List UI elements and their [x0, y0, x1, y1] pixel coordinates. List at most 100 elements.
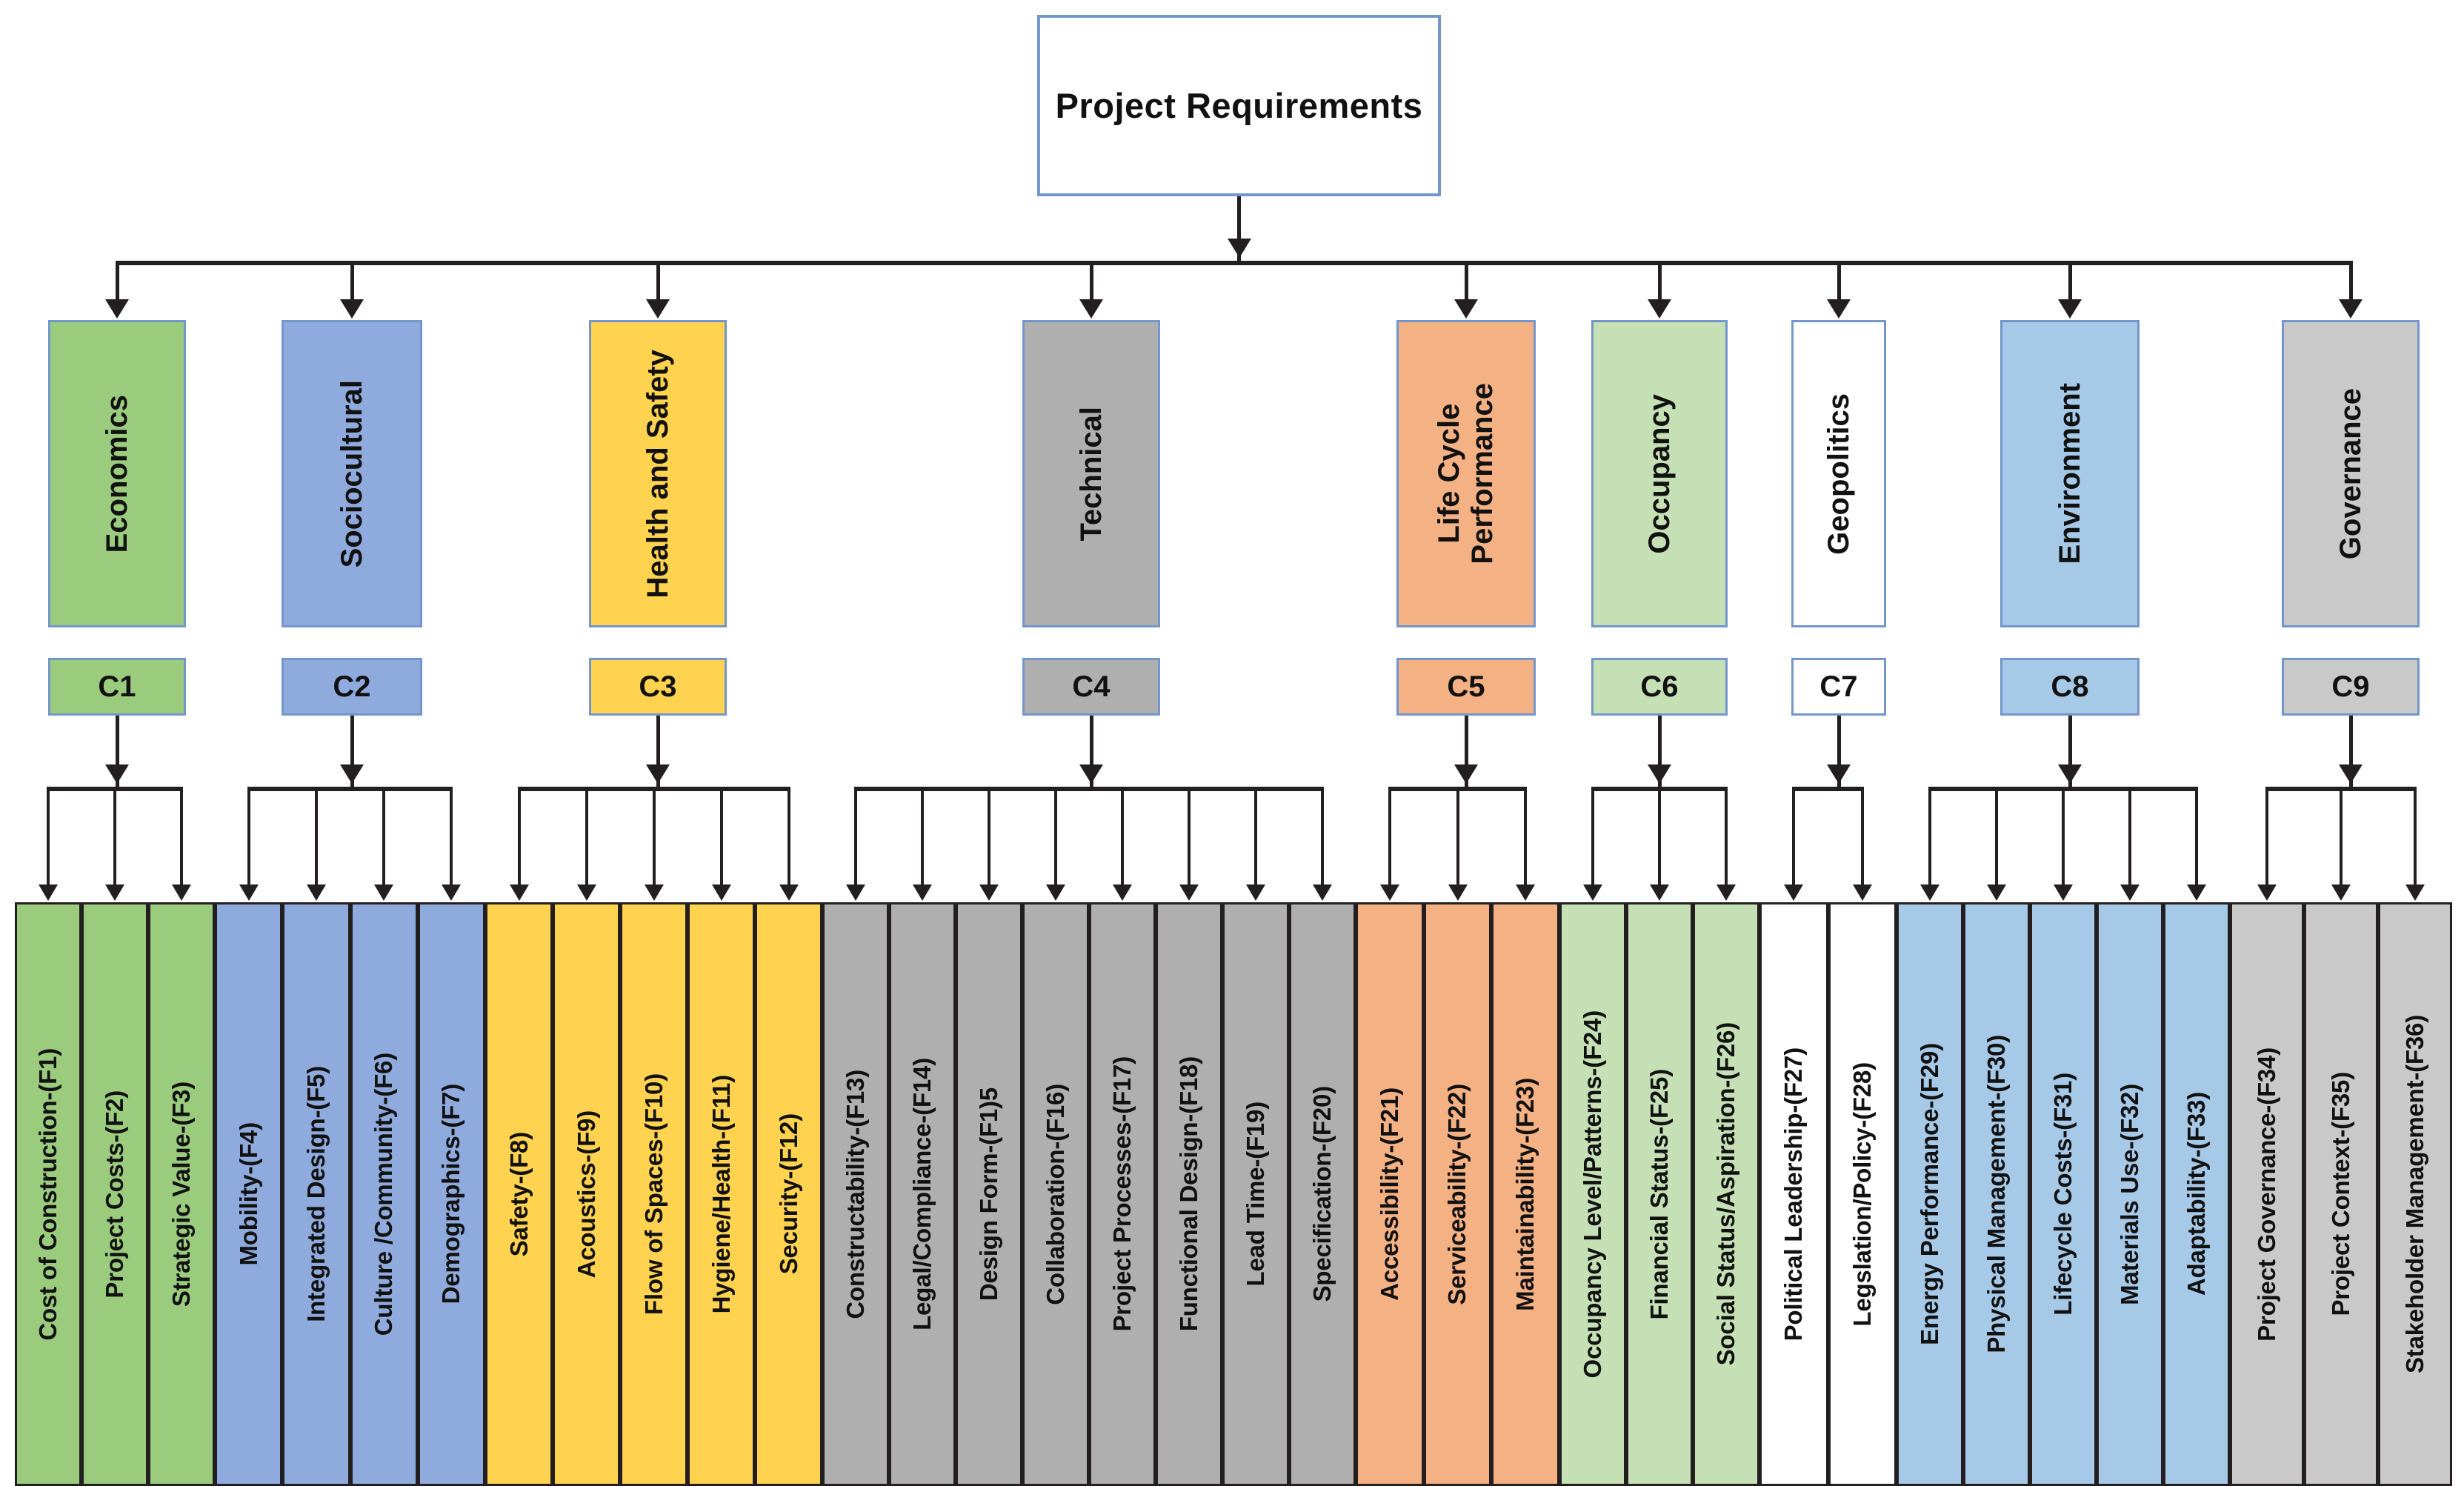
category-box-c6[interactable]: Occupancy — [1591, 320, 1728, 627]
factor-box-f6[interactable]: Culture /Community-(F6) — [350, 902, 418, 1486]
factor-label: Project Costs-(F2) — [101, 1090, 128, 1299]
factor-label: Lead Time-(F19) — [1242, 1102, 1269, 1287]
factor-box-f9[interactable]: Acoustics-(F9) — [553, 902, 620, 1486]
factor-box-f5[interactable]: Integrated Design-(F5) — [282, 902, 350, 1486]
factor-box-f27[interactable]: Political Leadership-(F27) — [1759, 902, 1828, 1486]
arrowhead-icon — [374, 884, 394, 901]
arrowhead-icon — [2054, 884, 2073, 901]
factor-label: Project Processes-(F17) — [1108, 1056, 1136, 1332]
factor-box-f18[interactable]: Functional Design-(F18) — [1156, 902, 1222, 1486]
arrowhead-icon — [846, 884, 865, 901]
root-node-project-requirements[interactable]: Project Requirements — [1037, 15, 1441, 196]
factor-label: Stakeholder Management-(F36) — [2401, 1014, 2428, 1373]
factor-box-f8[interactable]: Safety-(F8) — [485, 902, 553, 1486]
factor-box-f20[interactable]: Specification-(F20) — [1289, 902, 1356, 1486]
factor-box-f24[interactable]: Occupancy Level/Patterns-(F24) — [1559, 902, 1626, 1486]
factor-box-f35[interactable]: Project Context-(F35) — [2304, 902, 2378, 1486]
category-code-box-c7[interactable]: C7 — [1791, 658, 1886, 716]
factor-label: Demographics-(F7) — [437, 1084, 465, 1305]
connector-line — [115, 716, 119, 787]
connector-line — [656, 261, 660, 302]
arrowhead-icon — [913, 884, 932, 901]
category-label: Economics — [100, 394, 133, 553]
connector-line — [350, 716, 354, 787]
connector-line — [2265, 787, 2268, 886]
factor-box-f7[interactable]: Demographics-(F7) — [417, 902, 485, 1486]
arrowhead-icon — [1648, 299, 1671, 319]
factor-label: Design Form-(F1)5 — [975, 1087, 1002, 1302]
category-code-box-c4[interactable]: C4 — [1022, 658, 1160, 716]
category-box-c7[interactable]: Geopolitics — [1791, 320, 1886, 627]
factor-box-f23[interactable]: Maintainability-(F23) — [1491, 902, 1559, 1486]
category-box-c8[interactable]: Environment — [2000, 320, 2140, 627]
factor-box-f12[interactable]: Security-(F12) — [755, 902, 822, 1486]
factor-box-f11[interactable]: Hygiene/Health-(F11) — [687, 902, 755, 1486]
factor-box-f14[interactable]: Legal/Compliance-(F14) — [889, 902, 956, 1486]
factor-label: Collaboration-(F16) — [1042, 1083, 1069, 1305]
arrowhead-icon — [1583, 884, 1602, 901]
factor-box-f31[interactable]: Lifecycle Costs-(F31) — [2030, 902, 2097, 1486]
category-box-c4[interactable]: Technical — [1022, 320, 1160, 627]
factor-box-f32[interactable]: Materials Use-(F32) — [2097, 902, 2163, 1486]
category-code-label: C3 — [639, 670, 677, 703]
factor-box-f3[interactable]: Strategic Value-(F3) — [148, 902, 215, 1486]
factor-label: Serviceability-(F22) — [1443, 1083, 1471, 1305]
category-code-box-c9[interactable]: C9 — [2282, 658, 2420, 716]
category-label: Sociocultural — [335, 379, 368, 568]
factor-box-f26[interactable]: Social Status/Aspiration-(F26) — [1693, 902, 1759, 1486]
factor-box-f13[interactable]: Constructability-(F13) — [822, 902, 889, 1486]
category-code-box-c8[interactable]: C8 — [2000, 658, 2140, 716]
factor-box-f16[interactable]: Collaboration-(F16) — [1022, 902, 1089, 1486]
category-box-c2[interactable]: Sociocultural — [282, 320, 422, 627]
connector-line — [350, 261, 354, 302]
factor-box-f28[interactable]: Legslation/Policy-(F28) — [1828, 902, 1897, 1486]
category-code-box-c5[interactable]: C5 — [1396, 658, 1536, 716]
factor-box-f36[interactable]: Stakeholder Management-(F36) — [2378, 902, 2452, 1486]
factor-box-f4[interactable]: Mobility-(F4) — [215, 902, 283, 1486]
factor-box-f2[interactable]: Project Costs-(F2) — [81, 902, 148, 1486]
category-code-box-c3[interactable]: C3 — [589, 658, 727, 716]
arrowhead-icon — [646, 764, 670, 784]
factor-box-f17[interactable]: Project Processes-(F17) — [1089, 902, 1156, 1486]
factor-box-f34[interactable]: Project Governance-(F34) — [2230, 902, 2304, 1486]
category-box-c9[interactable]: Governance — [2282, 320, 2420, 627]
category-label: Life Cycle Performance — [1433, 383, 1499, 564]
connector-line — [1837, 716, 1841, 787]
factor-box-f33[interactable]: Adaptability-(F33) — [2163, 902, 2230, 1486]
factor-box-f10[interactable]: Flow of Spaces-(F10) — [620, 902, 687, 1486]
connector-line — [585, 787, 588, 886]
category-code-box-c1[interactable]: C1 — [48, 658, 186, 716]
category-code-label: C1 — [98, 670, 136, 703]
arrowhead-icon — [1827, 764, 1851, 784]
factor-label: Strategic Value-(F3) — [167, 1081, 195, 1307]
category-box-c1[interactable]: Economics — [48, 320, 186, 627]
factor-box-f15[interactable]: Design Form-(F1)5 — [956, 902, 1022, 1486]
arrowhead-icon — [39, 884, 58, 901]
factor-box-f21[interactable]: Accessibility-(F21) — [1356, 902, 1424, 1486]
category-box-c3[interactable]: Health and Safety — [589, 320, 727, 627]
category-box-c5[interactable]: Life Cycle Performance — [1396, 320, 1536, 627]
category-label: Health and Safety — [641, 349, 674, 599]
factor-box-f1[interactable]: Cost of Construction-(F1) — [15, 902, 81, 1486]
factor-box-f30[interactable]: Physical Management-(F30) — [1963, 902, 2030, 1486]
category-code-box-c6[interactable]: C6 — [1591, 658, 1728, 716]
factor-label: Political Leadership-(F27) — [1779, 1047, 1808, 1342]
arrowhead-icon — [105, 884, 124, 901]
factor-box-f25[interactable]: Financial Status-(F25) — [1626, 902, 1693, 1486]
arrowhead-icon — [1046, 884, 1065, 901]
category-code-label: C4 — [1072, 670, 1111, 703]
category-label: Environment — [2053, 383, 2086, 564]
factor-box-f29[interactable]: Energy Performance-(F29) — [1897, 902, 1963, 1486]
category-code-box-c2[interactable]: C2 — [282, 658, 422, 716]
factor-box-f19[interactable]: Lead Time-(F19) — [1222, 902, 1289, 1486]
connector-line — [1464, 261, 1468, 302]
factor-label: Acoustics-(F9) — [572, 1110, 600, 1279]
connector-bus — [117, 261, 2351, 265]
arrowhead-icon — [1920, 884, 1939, 901]
connector-line — [2068, 261, 2072, 302]
factor-box-f22[interactable]: Serviceability-(F22) — [1423, 902, 1492, 1486]
factor-label: Constructability-(F13) — [842, 1069, 869, 1319]
factor-label: Safety-(F8) — [505, 1131, 533, 1257]
connector-line — [115, 261, 119, 302]
connector-line — [1464, 716, 1468, 787]
